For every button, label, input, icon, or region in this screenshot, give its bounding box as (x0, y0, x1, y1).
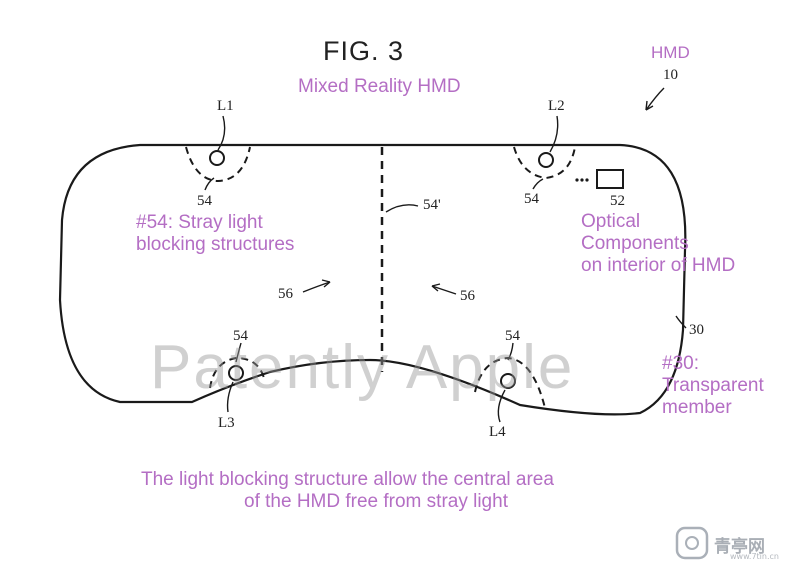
blocking-structure-l2 (513, 146, 576, 180)
label-54-bottom-left: 54 (233, 328, 248, 344)
label-54-top-left: 54 (197, 193, 212, 209)
leader-54-bottom-right (507, 342, 514, 361)
optical-line-2: Components (581, 233, 689, 254)
transparent-line-2: Transparent (662, 375, 764, 396)
label-54-bottom-right: 54 (505, 328, 520, 344)
logo-badge-dot (685, 536, 699, 550)
arrow-56-right-head (431, 283, 441, 292)
leader-l4 (497, 389, 506, 423)
arrow-hmd-10-head (645, 100, 654, 111)
leader-l1 (217, 115, 226, 151)
hmd-number: 10 (663, 67, 678, 83)
leader-54-bottom-left (235, 342, 242, 363)
arrow-56-left (302, 281, 331, 293)
caption-line-2: of the HMD free from stray light (244, 491, 508, 512)
label-54-prime: 54' (423, 197, 441, 213)
light-source-l3 (228, 365, 244, 381)
dot-3 (585, 178, 589, 182)
logo-url: www.7tin.cn (730, 552, 779, 561)
hmd-outline (58, 143, 687, 416)
logo-text: 青亭网 (714, 537, 765, 557)
label-56-left: 56 (278, 286, 293, 302)
blocking-structure-l4 (474, 356, 546, 409)
leader-l3 (226, 381, 234, 413)
label-l1: L1 (217, 98, 234, 114)
caption-line-1: The light blocking structure allow the c… (141, 469, 554, 490)
optical-line-3: on interior of HMD (581, 255, 736, 276)
light-source-l4 (500, 373, 516, 389)
leader-54-top-left (204, 177, 215, 191)
label-56-right: 56 (460, 288, 475, 304)
optical-line-1: Optical (581, 211, 641, 232)
leader-l2 (549, 115, 559, 153)
arrow-hmd-10 (645, 87, 665, 111)
transparent-line-1: #30: (662, 353, 699, 374)
label-54-top-right: 54 (524, 191, 539, 207)
figure-subtitle: Mixed Reality HMD (298, 76, 461, 97)
hmd-label: HMD (651, 43, 690, 62)
transparent-line-3: member (662, 397, 732, 418)
figure-title: FIG. 3 (323, 36, 405, 66)
light-source-l1 (209, 150, 225, 166)
dot-1 (575, 178, 579, 182)
blocking-structure-l3 (209, 356, 265, 389)
leader-54-top-right (532, 178, 544, 190)
label-l3: L3 (218, 415, 235, 431)
component-52-box (596, 169, 624, 189)
arrow-56-left-head (321, 279, 331, 288)
dot-2 (580, 178, 584, 182)
blocking-structure-l1 (185, 146, 251, 183)
leader-54-prime (385, 204, 419, 213)
logo-badge (675, 526, 709, 560)
stray-light-line-2: blocking structures (136, 234, 295, 255)
stray-light-line-1: #54: Stray light (136, 212, 263, 233)
leader-30 (675, 315, 687, 329)
label-30: 30 (689, 322, 704, 338)
light-source-l2 (538, 152, 554, 168)
arrow-56-right (431, 285, 457, 295)
label-l4: L4 (489, 424, 506, 440)
label-l2: L2 (548, 98, 565, 114)
watermark: Patently Apple (150, 333, 575, 402)
label-52: 52 (610, 193, 625, 209)
